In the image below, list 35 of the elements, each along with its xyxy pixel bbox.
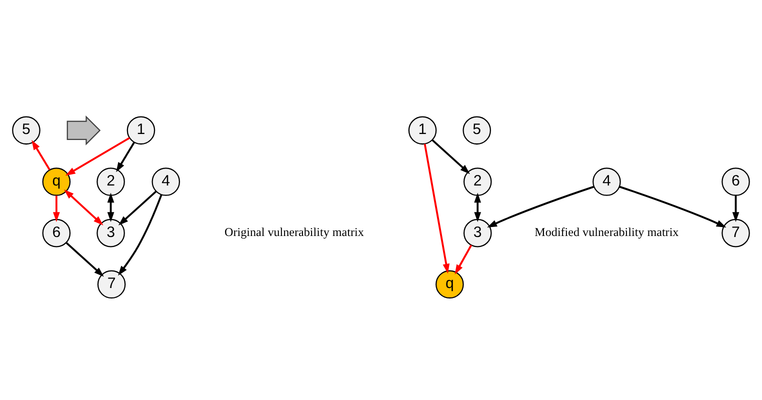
label: Original vulnerability matrix	[224, 224, 364, 238]
node-circle: 4	[592, 167, 621, 196]
arrow	[474, 192, 482, 222]
arrow	[732, 195, 740, 222]
node-circle: 6	[42, 218, 71, 247]
arrow	[65, 136, 130, 176]
node-circle: 6	[722, 167, 750, 196]
node-circle: 1	[126, 116, 156, 144]
node-circle: 4	[152, 167, 180, 196]
node-circle: 2	[463, 167, 492, 196]
arrow	[66, 242, 104, 276]
label: Modified vulnerability matrix	[534, 224, 679, 238]
node-circle: 5	[12, 116, 40, 144]
node-arrow	[66, 114, 101, 145]
node-circle: q	[42, 167, 71, 196]
node-circle: 7	[722, 218, 750, 247]
arrow	[424, 143, 450, 274]
arrow	[118, 194, 162, 276]
arrow	[52, 195, 60, 222]
node-circle: 5	[462, 116, 492, 144]
arrow	[116, 141, 135, 172]
arrow	[32, 140, 50, 170]
arrow	[118, 190, 157, 225]
arrow	[454, 244, 472, 274]
node-circle: 3	[463, 218, 492, 247]
arrow	[487, 185, 594, 228]
node-circle: 1	[408, 116, 437, 144]
arrow	[619, 185, 726, 228]
arrow	[64, 188, 104, 225]
arrow	[107, 192, 114, 222]
node-circle: 7	[97, 270, 126, 298]
node-circle: 3	[96, 218, 125, 247]
node-circle: 2	[96, 167, 125, 196]
arrow	[432, 138, 470, 174]
node-circle: q	[436, 270, 464, 298]
